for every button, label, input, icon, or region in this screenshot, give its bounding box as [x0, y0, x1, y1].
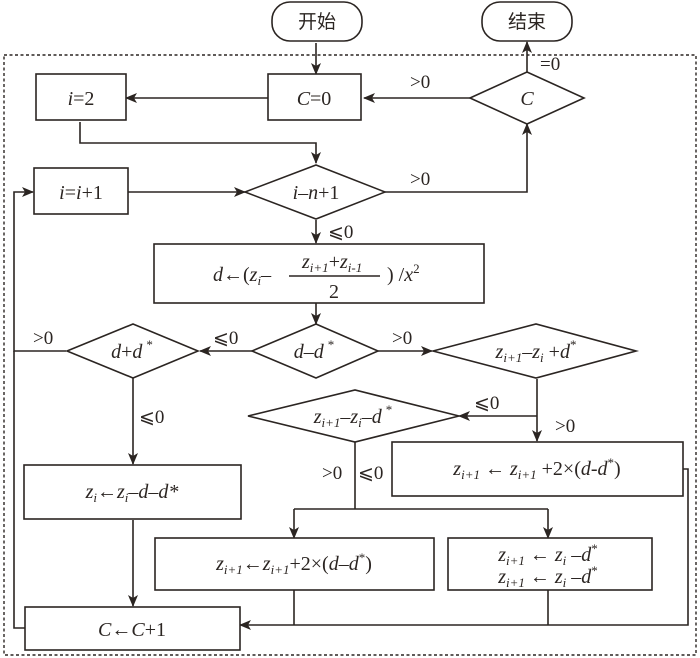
label-dplus-le0: ⩽0: [139, 407, 164, 428]
edge-i-init-to-loop: [79, 122, 321, 164]
svg-text:zi←zi–d–d*: zi←zi–d–d*: [85, 481, 179, 505]
label-diffminus-le0: ⩽0: [358, 463, 383, 484]
edge-cinc-to-loop: [13, 351, 25, 629]
svg-text:2: 2: [329, 281, 339, 303]
label-c-eq0: =0: [540, 54, 560, 75]
decision-d-minus: d–d*: [249, 323, 381, 379]
process-c-init: C=0: [267, 73, 362, 121]
process-i-init: i=2: [35, 73, 127, 121]
svg-text:C=0: C=0: [297, 88, 332, 110]
terminal-start: 开始: [271, 1, 363, 42]
label-diffplus-le0: ⩽0: [474, 393, 499, 414]
process-zi1-update-right: zi+1 ← zi+1 +2×(d-d*): [391, 441, 684, 497]
svg-text:zi+1 ← zi –d*: zi+1 ← zi –d*: [497, 563, 598, 590]
svg-text:zi+1–zi +d*: zi+1–zi +d*: [495, 337, 577, 365]
process-d-calc: d←(zi– zi+1+zi-1 2 ) /x2: [153, 243, 485, 304]
svg-text:i=2: i=2: [68, 88, 95, 110]
label-diffplus-gt0: >0: [555, 416, 575, 437]
decision-d-plus: d+d*: [64, 323, 201, 379]
decision-c: C: [468, 71, 586, 125]
decision-diff-minus: zi+1–zi–d*: [247, 389, 460, 443]
label-dplus-gt0: >0: [33, 328, 53, 349]
svg-text:zi+1 ← zi+1 +2×(d-d*): zi+1 ← zi+1 +2×(d-d*): [452, 455, 620, 482]
edge-loop-gt0: [385, 123, 532, 193]
svg-text:C: C: [520, 88, 534, 110]
end-label: 结束: [508, 11, 546, 33]
svg-text:d←(zi–: d←(zi–: [213, 264, 272, 288]
edge-labels: >0 =0 >0 ⩽0 ⩽0 >0 >0 ⩽0 ⩽0 >0 >0 ⩽0: [33, 54, 575, 484]
decision-diff-plus: zi+1–zi +d*: [429, 323, 640, 379]
process-zi-update: zi←zi–d–d*: [23, 464, 242, 520]
decision-loop: i–n+1: [242, 164, 388, 220]
svg-text:d+d*: d+d*: [111, 337, 153, 363]
label-loop-le0: ⩽0: [328, 222, 353, 243]
label-loop-gt0: >0: [410, 169, 430, 190]
label-dminus-le0: ⩽0: [213, 328, 238, 349]
process-zi1-update-mid: zi+1←zi+1+2×(d–d*): [154, 537, 435, 591]
process-zi1-set: zi+1 ← zi –d* zi+1 ← zi –d*: [447, 537, 653, 591]
edge-dplus-gt0: [13, 187, 66, 352]
label-dminus-gt0: >0: [392, 328, 412, 349]
process-i-increment: i=i+1: [33, 167, 129, 215]
svg-text:zi+1←zi+1+2×(d–d*): zi+1←zi+1+2×(d–d*): [215, 550, 372, 577]
connectors: [13, 41, 689, 630]
svg-text:) /x2: ) /x2: [387, 261, 420, 286]
label-diffminus-gt0: >0: [322, 463, 342, 484]
process-c-increment: C←C+1: [24, 606, 241, 651]
start-label: 开始: [298, 11, 336, 33]
svg-text:C←C+1: C←C+1: [98, 619, 166, 641]
svg-text:i=i+1: i=i+1: [59, 182, 103, 204]
svg-text:zi+1 ← zi –d*: zi+1 ← zi –d*: [497, 541, 598, 568]
svg-text:zi+1–zi–d*: zi+1–zi–d*: [313, 402, 393, 430]
svg-text:i–n+1: i–n+1: [293, 182, 340, 204]
loop-boundary: [3, 54, 697, 656]
svg-text:d–d*: d–d*: [294, 337, 335, 363]
terminal-end: 结束: [481, 1, 573, 42]
svg-text:zi+1+zi-1: zi+1+zi-1: [301, 251, 362, 275]
label-c-gt0: >0: [410, 72, 430, 93]
edge-right-to-cinc: [239, 468, 689, 630]
